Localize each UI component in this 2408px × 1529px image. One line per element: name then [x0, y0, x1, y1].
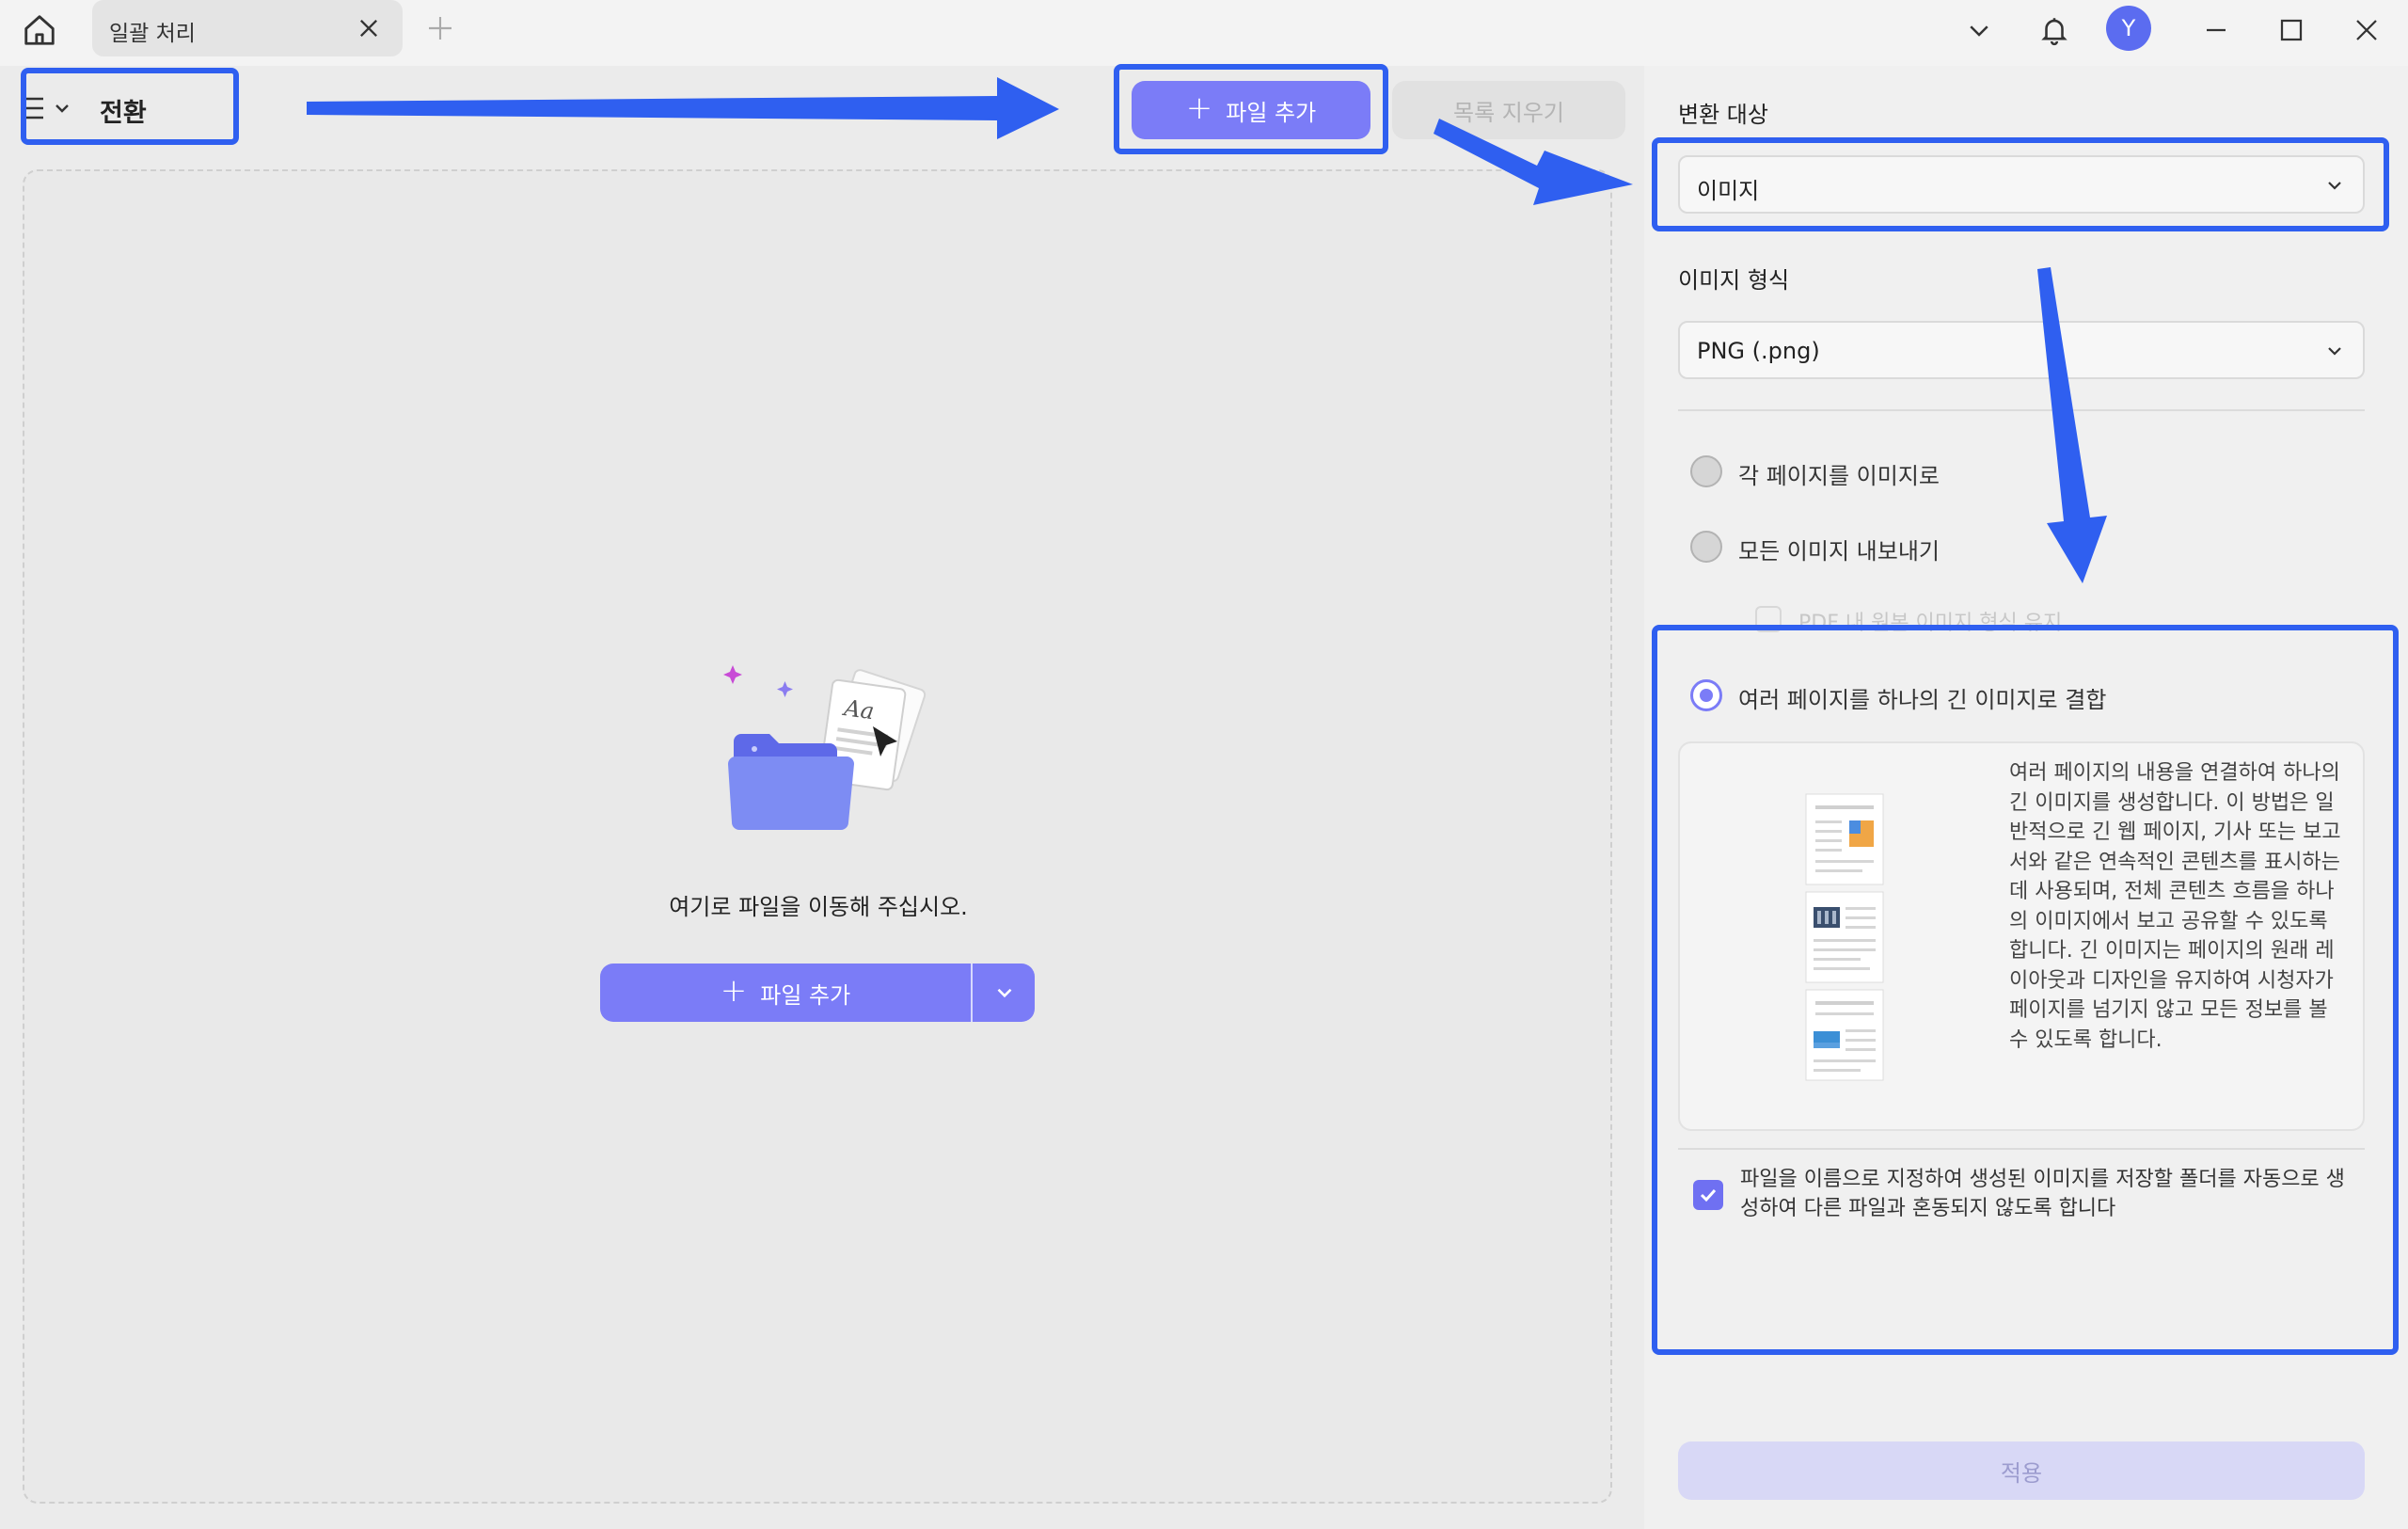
radio-long-image[interactable]	[1690, 679, 1722, 711]
highlight-target-select	[1652, 137, 2389, 231]
svg-text:Aa: Aa	[841, 694, 876, 725]
radio-export-images-label: 모든 이미지 내보내기	[1738, 538, 1940, 565]
minimize-icon[interactable]	[2194, 8, 2239, 53]
add-file-label: 파일 추가	[1226, 99, 1317, 126]
format-select-value: PNG (.png)	[1697, 338, 1820, 364]
title-bar: 일괄 처리 Y	[0, 0, 2408, 66]
arrow-right-icon	[307, 77, 1059, 139]
new-tab-icon[interactable]	[425, 13, 455, 43]
add-file-main-button[interactable]: + 파일 추가	[600, 964, 973, 1022]
format-label: 이미지 형식	[1678, 267, 1790, 294]
add-file-dropdown-button[interactable]	[974, 964, 1035, 1022]
avatar[interactable]: Y	[2106, 6, 2151, 51]
radio-each-page[interactable]	[1690, 455, 1722, 487]
chevron-down-icon	[2328, 182, 2341, 190]
radio-each-page-label: 각 페이지를 이미지로	[1738, 463, 1940, 489]
auto-folder-label: 파일을 이름으로 지정하여 생성된 이미지를 저장할 폴더를 자동으로 생성하여…	[1740, 1168, 2345, 1220]
apply-button[interactable]: 적용	[1678, 1441, 2365, 1500]
highlight-long-image-section	[1652, 625, 2399, 1355]
close-window-icon[interactable]	[2344, 8, 2389, 53]
clear-list-button[interactable]: 목록 지우기	[1392, 81, 1625, 139]
chevron-down-icon	[2328, 347, 2341, 356]
divider	[1678, 1148, 2365, 1150]
maximize-icon[interactable]	[2269, 8, 2314, 53]
close-tab-icon[interactable]	[356, 15, 382, 41]
format-select[interactable]: PNG (.png)	[1678, 321, 2365, 379]
radio-long-image-label: 여러 페이지를 하나의 긴 이미지로 결합	[1738, 687, 2107, 713]
chevron-down-icon	[997, 988, 1012, 998]
add-file-split-button: + 파일 추가	[600, 964, 1035, 1022]
divider	[1678, 409, 2365, 411]
chevron-down-icon[interactable]	[1956, 8, 2002, 53]
long-image-preview-icon	[1805, 793, 1884, 1081]
drop-hint: 여기로 파일을 이동해 주십시오.	[669, 894, 968, 920]
tab-label: 일괄 처리	[109, 22, 196, 46]
keep-format-label: PDF 내 원본 이미지 형식 유지	[1798, 612, 2063, 635]
plus-icon: +	[1185, 89, 1213, 127]
auto-folder-checkbox[interactable]	[1693, 1180, 1723, 1210]
add-file-main-label: 파일 추가	[760, 981, 851, 1009]
add-file-button[interactable]: + 파일 추가	[1132, 81, 1370, 139]
home-icon[interactable]	[17, 8, 62, 53]
keep-format-checkbox[interactable]	[1755, 606, 1782, 632]
radio-export-images[interactable]	[1690, 531, 1722, 563]
target-select[interactable]: 이미지	[1678, 155, 2365, 214]
folder-illustration-icon: Aa	[723, 665, 927, 830]
file-drop-zone[interactable]	[23, 169, 1612, 1504]
target-select-value: 이미지	[1697, 178, 1760, 204]
menu-button[interactable]	[23, 87, 77, 130]
target-label: 변환 대상	[1678, 102, 1768, 128]
plus-icon: +	[720, 972, 748, 1010]
long-image-description: 여러 페이지의 내용을 연결하여 하나의 긴 이미지를 생성합니다. 이 방법은…	[2009, 761, 2341, 1052]
highlight-mode	[21, 68, 239, 145]
long-image-info-card	[1678, 741, 2365, 1131]
highlight-add-file	[1114, 64, 1388, 154]
bell-icon[interactable]	[2032, 8, 2077, 53]
tab-batch[interactable]: 일괄 처리	[92, 0, 403, 56]
mode-title: 전환	[100, 99, 147, 128]
check-icon	[1700, 1188, 1717, 1202]
